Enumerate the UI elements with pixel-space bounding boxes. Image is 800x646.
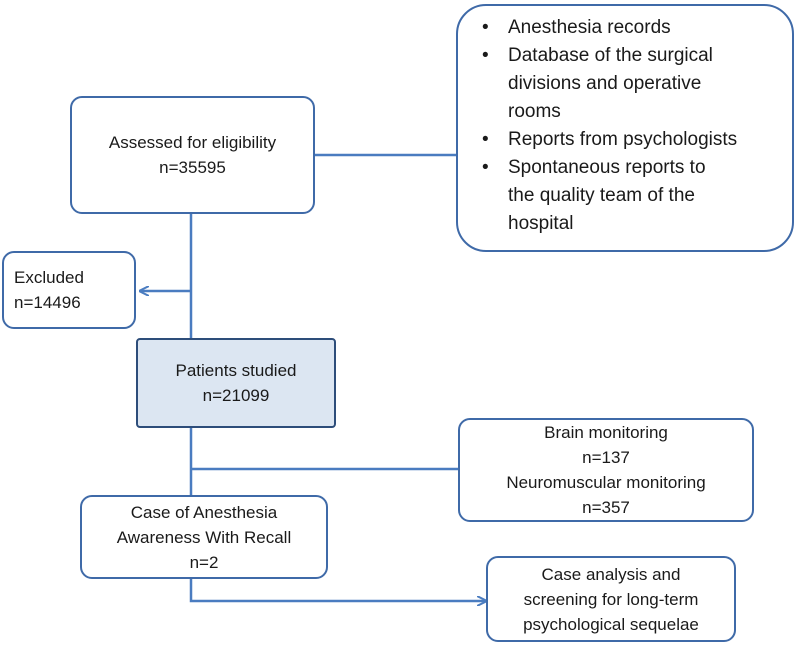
analysis-line2: screening for long-term bbox=[523, 589, 699, 609]
analysis-box: Case analysis and screening for long-ter… bbox=[486, 556, 736, 642]
assessed-count: n=35595 bbox=[159, 158, 226, 177]
brain-monitoring-label: Brain monitoring bbox=[544, 423, 668, 442]
monitoring-box: Brain monitoring n=137 Neuromuscular mon… bbox=[458, 418, 754, 522]
assessed-title: Assessed for eligibility bbox=[108, 133, 277, 152]
excluded-title: Excluded bbox=[14, 268, 84, 287]
excluded-count: n=14496 bbox=[14, 293, 81, 312]
source-item: Spontaneous reports to the quality team … bbox=[482, 154, 737, 238]
arrow-analysis bbox=[189, 578, 486, 601]
source-item: Anesthesia records bbox=[482, 14, 737, 42]
neuromuscular-monitoring-count: n=357 bbox=[582, 498, 630, 517]
patients-studied-box: Patients studied n=21099 bbox=[136, 338, 336, 428]
studied-title: Patients studied bbox=[175, 361, 297, 380]
awareness-count: n=2 bbox=[189, 552, 219, 572]
excluded-box: Excluded n=14496 bbox=[2, 251, 136, 329]
source-item: Reports from psychologists bbox=[482, 126, 737, 154]
neuromuscular-monitoring-label: Neuromuscular monitoring bbox=[506, 473, 706, 492]
source-item: Database of the surgical divisions and o… bbox=[482, 42, 737, 126]
sources-list: Anesthesia records Database of the surgi… bbox=[480, 14, 737, 238]
awareness-box: Case of Anesthesia Awareness With Recall… bbox=[80, 495, 328, 579]
analysis-line1: Case analysis and bbox=[541, 564, 681, 584]
awareness-line1: Case of Anesthesia bbox=[130, 502, 278, 522]
brain-monitoring-count: n=137 bbox=[582, 448, 630, 467]
analysis-line3: psychological sequelae bbox=[523, 614, 699, 634]
studied-count: n=21099 bbox=[202, 386, 270, 405]
assessed-box: Assessed for eligibility n=35595 bbox=[70, 96, 315, 214]
awareness-line2: Awareness With Recall bbox=[116, 527, 292, 547]
sources-box: Anesthesia records Database of the surgi… bbox=[456, 4, 794, 252]
